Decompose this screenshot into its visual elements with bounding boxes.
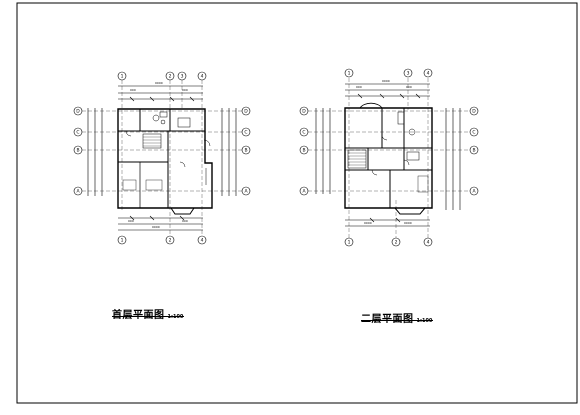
- ground-floor-title-text: 首层平面图: [112, 310, 165, 321]
- sf-axis-right-c: C: [472, 130, 475, 136]
- sf-axis-left-d: D: [302, 109, 306, 115]
- svg-text:0000: 0000: [155, 81, 163, 85]
- svg-text:000: 000: [406, 85, 412, 89]
- sf-axis-left-b: B: [302, 148, 305, 154]
- sf-axis-right-d: D: [472, 109, 476, 115]
- gf-axis-left-b: B: [76, 148, 79, 154]
- sf-axis-bottom-4: 4: [427, 240, 430, 246]
- gf-axis-right-d: D: [244, 109, 248, 115]
- sf-axis-right-a: A: [472, 189, 476, 195]
- second-floor-scale: 1:100: [416, 318, 433, 324]
- ground-floor-dimension-text: 0000 000 000 0000 000 000: [128, 81, 188, 229]
- second-floor-axis-bubbles: [299, 68, 479, 247]
- gf-axis-left-a: A: [76, 189, 80, 195]
- svg-text:000: 000: [128, 219, 134, 223]
- ground-floor-title-underline: [112, 316, 184, 317]
- sf-axis-left-a: A: [302, 189, 306, 195]
- second-floor-plan: [308, 78, 470, 238]
- gf-axis-left-d: D: [76, 109, 80, 115]
- sf-axis-top-1: 1: [348, 71, 351, 77]
- second-floor-dimension-text: 0000 000 000 0000 0000: [356, 79, 412, 225]
- gf-axis-right-c: C: [244, 130, 247, 136]
- sf-axis-top-3: 3: [407, 71, 410, 77]
- gf-axis-left-c: C: [76, 130, 79, 136]
- ground-floor-axis-bubbles: [73, 71, 251, 245]
- sheet-border: [16, 2, 578, 404]
- svg-text:0000: 0000: [382, 79, 390, 83]
- gf-axis-top-2: 2: [169, 74, 172, 80]
- gf-axis-bottom-1: 1: [121, 238, 124, 244]
- gf-axis-bottom-4: 4: [201, 238, 204, 244]
- ground-floor-scale: 1:100: [167, 314, 184, 320]
- second-floor-title-text: 二层平面图: [361, 314, 414, 325]
- gf-axis-bottom-2: 2: [169, 238, 172, 244]
- sf-axis-top-4: 4: [427, 71, 430, 77]
- svg-text:000: 000: [182, 219, 188, 223]
- sf-axis-bottom-2: 2: [395, 240, 398, 246]
- svg-text:000: 000: [356, 85, 362, 89]
- svg-text:0000: 0000: [364, 221, 372, 225]
- ground-floor-axis-labels: 1 2 3 4 1 2 4 D C B A D C B A: [76, 74, 248, 244]
- svg-text:0000: 0000: [404, 221, 412, 225]
- gf-axis-top-1: 1: [121, 74, 124, 80]
- gf-axis-right-a: A: [244, 189, 248, 195]
- second-floor-title-underline: [361, 320, 433, 321]
- svg-text:000: 000: [130, 88, 136, 92]
- gf-axis-right-b: B: [244, 148, 247, 154]
- gf-axis-top-3: 3: [181, 74, 184, 80]
- svg-text:0000: 0000: [152, 225, 160, 229]
- sf-axis-right-b: B: [472, 148, 475, 154]
- gf-axis-top-4: 4: [201, 74, 204, 80]
- sf-axis-bottom-1: 1: [348, 240, 351, 246]
- sf-axis-left-c: C: [302, 130, 305, 136]
- svg-text:000: 000: [182, 88, 188, 92]
- ground-floor-plan: [82, 80, 242, 235]
- second-floor-axis-labels: 1 3 4 1 2 4 D C B A D C B A: [302, 71, 476, 246]
